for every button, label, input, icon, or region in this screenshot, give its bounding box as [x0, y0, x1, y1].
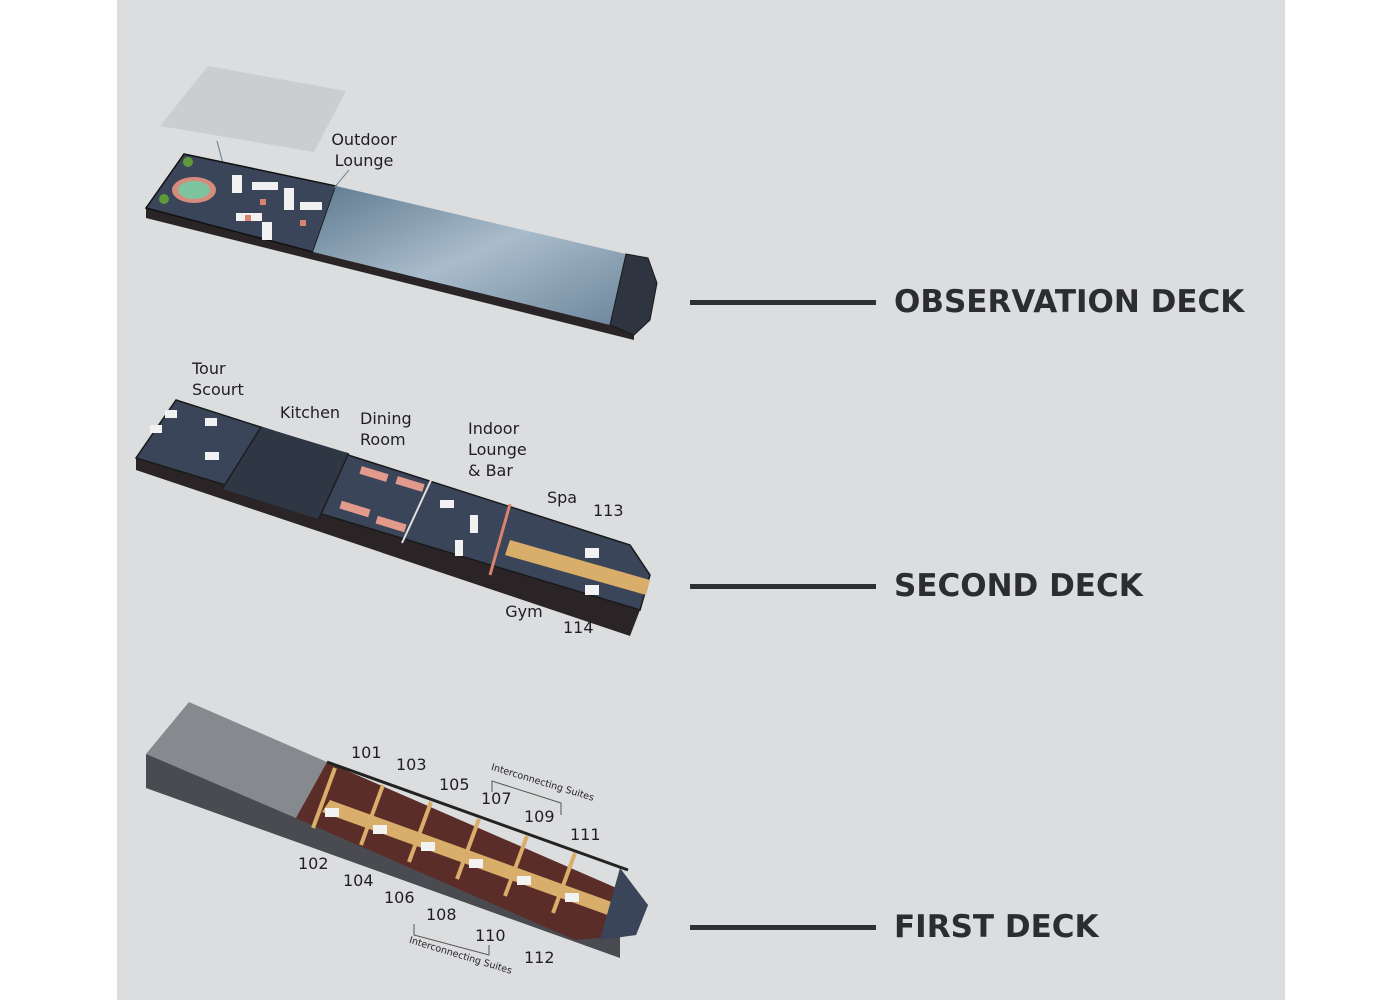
bracket-108-110	[413, 924, 490, 956]
room-number: 101	[351, 743, 382, 762]
bracket-107-109	[491, 780, 562, 815]
room-number: 108	[426, 905, 457, 924]
wall	[488, 503, 512, 576]
room-number: 105	[439, 775, 470, 794]
cabin-wall	[359, 784, 385, 846]
observation-deck-model	[144, 66, 658, 340]
tour-seat	[205, 452, 219, 460]
room-number: 104	[343, 871, 374, 890]
side-table	[300, 220, 306, 226]
second-hull-side	[136, 458, 640, 636]
cabin-bed	[565, 893, 579, 902]
lounge-sofa	[252, 182, 278, 190]
lounge-sofa	[440, 500, 454, 508]
cabin-bed	[517, 876, 531, 885]
tour-seat	[165, 410, 177, 418]
plant-icon	[159, 194, 169, 204]
cabin-bed	[373, 825, 387, 834]
dining-table	[339, 500, 371, 518]
deck-legend-observation: OBSERVATION DECK	[690, 282, 1244, 322]
cabin-wall	[311, 767, 337, 829]
room-number: 112	[524, 948, 555, 967]
sun-canopy	[160, 66, 346, 152]
room-number: 107	[481, 789, 512, 808]
bow-deck	[600, 868, 648, 940]
room-number: 114	[563, 618, 594, 637]
leader-line	[690, 299, 876, 305]
room-number: 110	[475, 926, 506, 945]
cabin-bed	[325, 808, 339, 817]
kitchen-zone	[223, 427, 348, 519]
lounge-sofa	[232, 175, 242, 193]
lounge-sofa	[300, 202, 322, 210]
lounge-sofa	[455, 540, 463, 556]
bow-deck	[609, 253, 658, 336]
deck-legend-second: SECOND DECK	[690, 566, 1143, 606]
cabin-wall	[455, 818, 481, 880]
side-table	[245, 215, 251, 221]
leader-line	[690, 924, 876, 930]
area-label-indoor-lounge-bar: Indoor Lounge & Bar	[468, 419, 527, 480]
cabin-wall	[551, 852, 577, 914]
plant-icon	[183, 157, 193, 167]
deck-title: OBSERVATION DECK	[894, 284, 1245, 320]
covered-section-roof	[146, 702, 327, 818]
outdoor-lounge-leader	[333, 169, 350, 189]
tour-seat	[205, 418, 217, 426]
area-label-tour-scourt: Tour Scourt	[192, 359, 244, 399]
cabin-wall	[503, 835, 529, 897]
room-number: 103	[396, 755, 427, 774]
leader-line	[690, 583, 876, 589]
dining-table	[359, 466, 389, 482]
tour-seat	[150, 425, 162, 433]
cabin-bed	[469, 859, 483, 868]
lounge-sofa	[262, 222, 272, 240]
lounge-sofa	[284, 188, 294, 210]
room-number: 109	[524, 807, 555, 826]
area-label-spa: Spa	[546, 488, 578, 507]
room-number: 113	[593, 501, 624, 520]
room-number: 106	[384, 888, 415, 907]
corridor-wood	[505, 540, 650, 595]
room-number: 102	[298, 854, 329, 873]
wall	[401, 477, 433, 544]
area-label-outdoor-lounge: Outdoor Lounge	[331, 130, 397, 170]
glass-roof	[313, 186, 626, 325]
area-label-kitchen: Kitchen	[279, 403, 341, 422]
lounge-sofa	[470, 515, 478, 533]
area-label-dining-room: Dining Room	[360, 409, 412, 449]
window-strip	[326, 760, 629, 872]
room-number: 111	[570, 825, 601, 844]
dining-table	[375, 515, 407, 533]
second-deck-model	[134, 399, 651, 636]
deck-title: FIRST DECK	[894, 909, 1099, 945]
cabin-bed	[585, 548, 599, 558]
cabin-bed	[585, 585, 599, 595]
deck-title: SECOND DECK	[894, 568, 1143, 604]
dining-table	[395, 476, 425, 492]
side-table	[260, 199, 266, 205]
cabin-bed	[421, 842, 435, 851]
deck-legend-first: FIRST DECK	[690, 907, 1099, 947]
cabin-wall	[407, 801, 433, 863]
hot-tub-water	[178, 181, 210, 199]
area-label-gym: Gym	[505, 602, 543, 621]
